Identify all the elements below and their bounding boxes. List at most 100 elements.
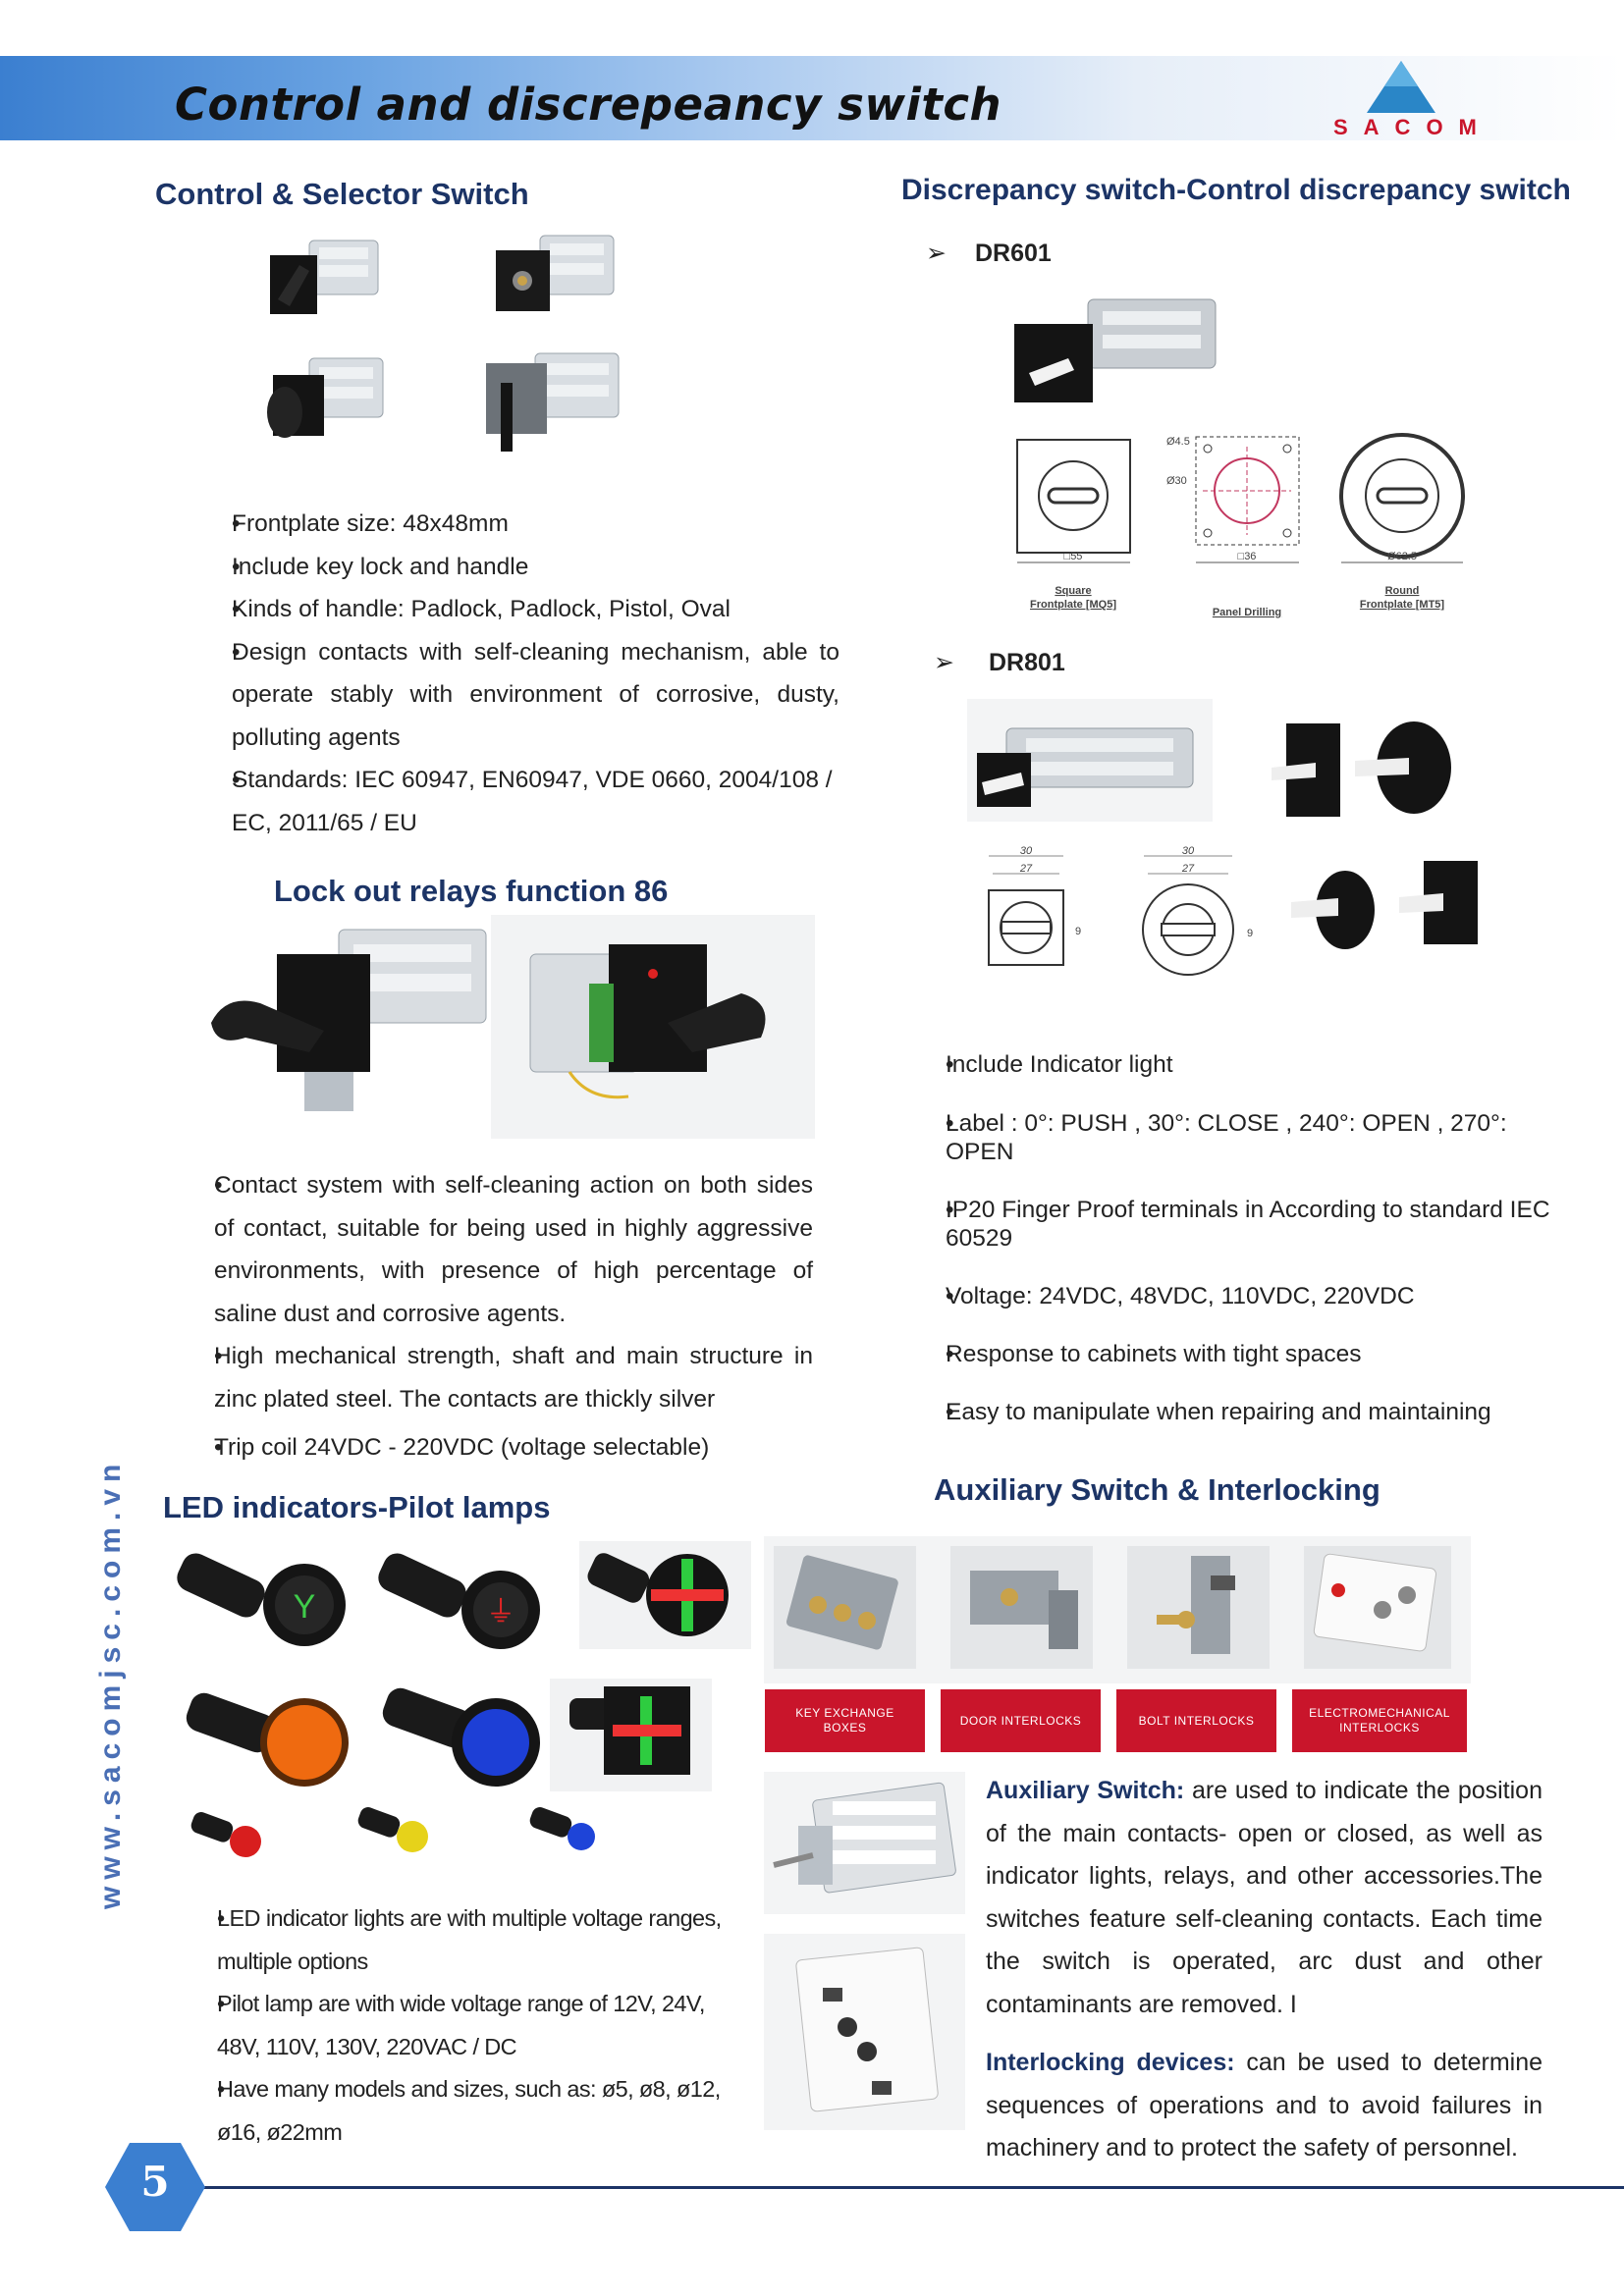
interlocking-text: can be used to determine sequences of op…: [986, 2049, 1543, 2162]
page-number-badge: [105, 2143, 205, 2231]
dr801-square-handle-image: [1272, 723, 1340, 817]
auxiliary-switch-images: [764, 1772, 965, 2130]
electromechanical-interlock-image: [1304, 1546, 1451, 1669]
led-title: LED indicators-Pilot lamps: [163, 1490, 551, 1524]
interlock-label: ELECTROMECHANICAL INTERLOCKS: [1292, 1689, 1467, 1752]
door-interlock-image: [950, 1546, 1093, 1669]
footer-rule: [191, 2186, 1624, 2189]
svg-text:Frontplate [MT5]: Frontplate [MT5]: [1360, 599, 1444, 611]
pilot-lamp-orange-image: [186, 1692, 349, 1787]
discrepancy-title: Discrepancy switch-Control discrepancy s…: [901, 174, 1571, 206]
auxiliary-switch-text: are used to indicate the position of the…: [986, 1777, 1543, 2018]
selector-switch-image: [270, 240, 379, 314]
model-name: DR601: [975, 240, 1052, 267]
brand-name: SACOM: [1333, 115, 1492, 139]
list-item: Pilot lamp are with wide voltage range o…: [155, 1983, 744, 2068]
panel-drilling-drawing: Ø30 Ø4.5 □36 Panel Drilling: [1166, 436, 1300, 618]
pilot-lamp-cross-image: [579, 1541, 751, 1649]
list-item: Include key lock and handle: [155, 546, 839, 589]
lockout-relay-image: [211, 929, 487, 1111]
auxiliary-switch-image: [764, 1772, 965, 1914]
svg-text:Y: Y: [294, 1588, 316, 1626]
model-name: DR801: [989, 649, 1065, 676]
list-item: Easy to manipulate when repairing and ma…: [884, 1398, 1571, 1426]
interlock-label: DOOR INTERLOCKS: [941, 1689, 1101, 1752]
list-item: LED indicator lights are with multiple v…: [155, 1897, 744, 1983]
svg-text:9: 9: [1075, 926, 1081, 937]
list-item: Frontplate size: 48x48mm: [155, 503, 839, 546]
round-frontplate-drawing: Ø62.5 Round Frontplate [MT5]: [1339, 433, 1465, 611]
page-title: Control and discrepeancy switch: [175, 79, 1002, 131]
lockout-relay-images: [211, 915, 815, 1139]
website-watermark: www.sacomjsc.com.vn: [94, 1457, 127, 1910]
svg-text:Panel Drilling: Panel Drilling: [1213, 607, 1281, 618]
lockout-title: Lock out relays function 86: [274, 874, 669, 908]
control-selector-bullets: Frontplate size: 48x48mm Include key loc…: [155, 503, 839, 844]
dr801-square-drawing: 30 27 9: [988, 845, 1081, 966]
led-bullets: LED indicator lights are with multiple v…: [155, 1897, 744, 2154]
dr801-round-handle-side-image: [1291, 871, 1375, 949]
auxiliary-switch-description: Auxiliary Switch: are used to indicate t…: [986, 1770, 1543, 2026]
page-number: 5: [140, 2158, 170, 2206]
selector-switch-images: [267, 235, 620, 452]
list-item: Have many models and sizes, such as: ø5,…: [155, 2068, 744, 2154]
padlock-selector-image: [486, 352, 620, 452]
svg-text:□36: □36: [1238, 551, 1257, 562]
svg-text:Ø30: Ø30: [1166, 475, 1187, 487]
auxiliary-title: Auxiliary Switch & Interlocking: [934, 1472, 1380, 1507]
dr601-switch-image: [1014, 298, 1217, 402]
pilot-lamp-square-cross-image: [550, 1679, 712, 1791]
lockout-bullets: Contact system with self-cleaning action…: [155, 1164, 813, 1469]
pistol-selector-image: [267, 357, 384, 438]
interlock-label: KEY EXCHANGE BOXES: [765, 1689, 925, 1752]
svg-text:Frontplate [MQ5]: Frontplate [MQ5]: [1030, 599, 1116, 611]
key-selector-image: [496, 235, 615, 311]
square-frontplate-drawing: □55 Square Frontplate [MQ5]: [1016, 439, 1131, 611]
interlock-images: [764, 1536, 1471, 1683]
auxiliary-switch-term: Auxiliary Switch:: [986, 1777, 1185, 1804]
pilot-lamp-images: Y ⏚: [177, 1541, 751, 1857]
dr801-round-drawing: 30 27 9: [1142, 845, 1253, 976]
list-item: High mechanical strength, shaft and main…: [155, 1335, 813, 1420]
lockout-relay-image: [491, 915, 815, 1139]
header-band: [0, 56, 1624, 140]
list-item: Contact system with self-cleaning action…: [155, 1164, 813, 1335]
dr601-technical-drawing: □55 Square Frontplate [MQ5] Ø30 Ø4.5 □36…: [1016, 433, 1465, 618]
list-item: Response to cabinets with tight spaces: [884, 1340, 1571, 1368]
svg-text:30: 30: [1182, 845, 1195, 857]
interlocking-term: Interlocking devices:: [986, 2049, 1235, 2076]
list-item: Standards: IEC 60947, EN60947, VDE 0660,…: [155, 759, 839, 844]
key-exchange-box-image: [774, 1546, 916, 1669]
list-item: Include Indicator light: [884, 1050, 1571, 1079]
svg-text:Ø62.5: Ø62.5: [1387, 551, 1417, 562]
mini-lamp-red-image: [190, 1812, 261, 1857]
svg-text:27: 27: [1019, 863, 1033, 875]
svg-text:27: 27: [1181, 863, 1195, 875]
pilot-lamp-blue-image: [382, 1687, 540, 1787]
svg-text:□55: □55: [1064, 551, 1083, 562]
model-heading-dr601: ➢ DR601: [926, 239, 1052, 268]
pilot-lamp-green-image: Y: [177, 1553, 346, 1646]
discrepancy-bullets: Include Indicator light Label : 0°: PUSH…: [884, 1050, 1571, 1426]
interlocking-description: Interlocking devices: can be used to det…: [986, 2042, 1543, 2170]
dr801-images: 30 27 9 30 27 9: [967, 699, 1478, 976]
dr801-square-handle-side-image: [1399, 861, 1478, 944]
svg-text:30: 30: [1020, 845, 1033, 857]
sacom-logo: [1367, 61, 1435, 113]
arrow-bullet-icon: ➢: [926, 240, 947, 267]
arrow-bullet-icon: ➢: [934, 649, 954, 676]
model-heading-dr801: ➢ DR801: [934, 648, 1065, 677]
control-selector-title: Control & Selector Switch: [155, 177, 529, 211]
svg-text:9: 9: [1247, 928, 1253, 939]
mini-lamp-yellow-image: [357, 1807, 428, 1852]
list-item: Voltage: 24VDC, 48VDC, 110VDC, 220VDC: [884, 1282, 1571, 1310]
svg-text:Ø4.5: Ø4.5: [1166, 436, 1190, 448]
list-item: Design contacts with self-cleaning mecha…: [155, 631, 839, 760]
pilot-lamp-red-image: ⏚: [378, 1553, 540, 1649]
svg-text:Round: Round: [1385, 585, 1420, 597]
svg-text:Square: Square: [1055, 585, 1091, 597]
bolt-interlock-image: [1127, 1546, 1270, 1669]
dr801-switch-image: [967, 699, 1213, 822]
list-item: Trip coil 24VDC - 220VDC (voltage select…: [155, 1426, 813, 1469]
interlock-label: BOLT INTERLOCKS: [1116, 1689, 1276, 1752]
